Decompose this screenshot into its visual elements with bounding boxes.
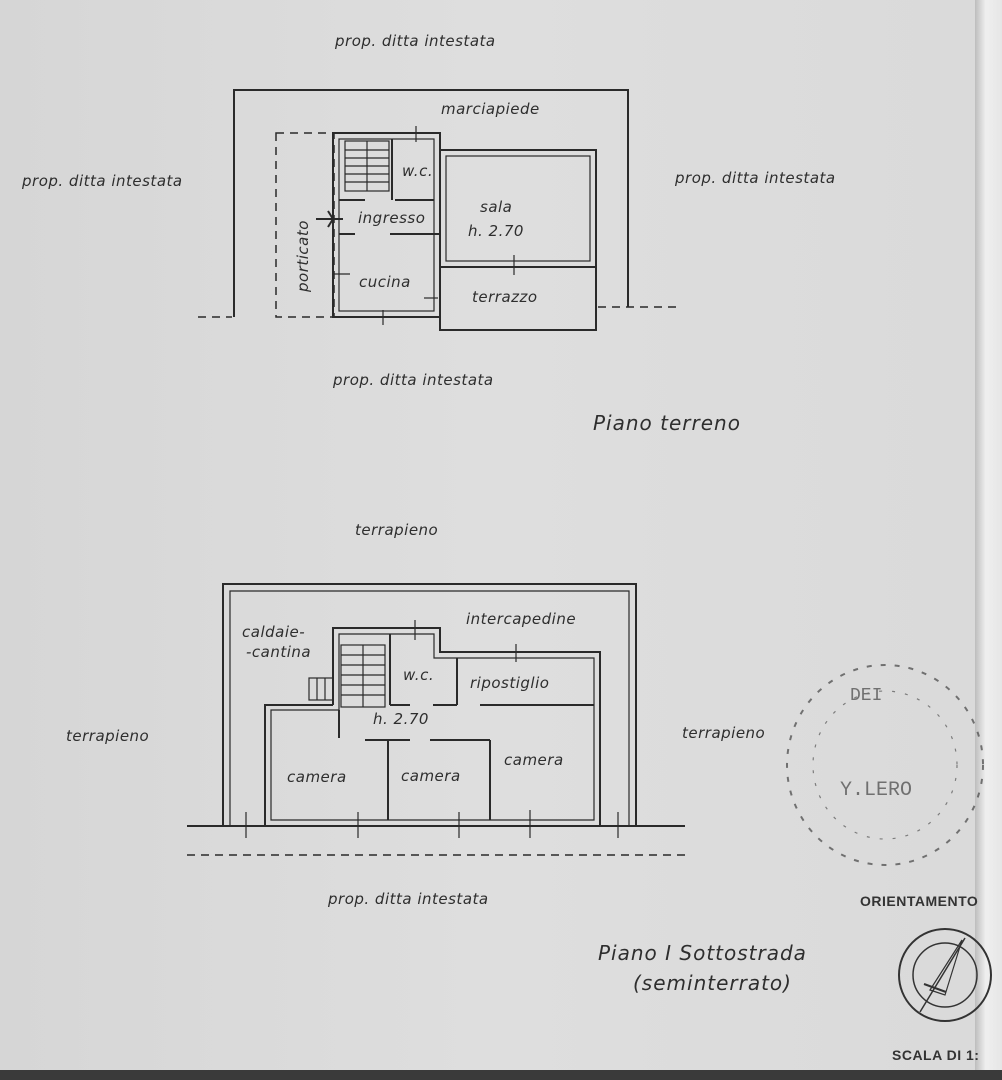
room-label-cantina: -cantina [246, 643, 311, 661]
room-label-wc: w.c. [402, 162, 433, 180]
label-left-terrapieno: terrapieno [66, 727, 149, 745]
room-label-camera-2: camera [401, 767, 461, 785]
sala-inner [445, 155, 591, 262]
window-marks [332, 126, 515, 325]
label-sidewalk: marciapiede [441, 100, 540, 118]
ground-floor-plan: prop. ditta intestata prop. ditta intest… [21, 32, 836, 435]
terrazzo-outline [439, 266, 597, 331]
staircase [308, 644, 386, 708]
room-height-label: h. 2.70 [373, 710, 429, 728]
house-outline-inner [270, 633, 595, 821]
label-left-property: prop. ditta intestata [21, 172, 183, 190]
official-stamp: DEI Y.LERO [786, 664, 984, 866]
room-label-terrazzo: terrazzo [472, 288, 538, 306]
label-top-property: prop. ditta intestata [334, 32, 496, 50]
label-intercapedine: intercapedine [466, 610, 576, 628]
bottom-edge [0, 1070, 1002, 1080]
label-bottom-property: prop. ditta intestata [332, 371, 494, 389]
interior-walls [338, 634, 594, 820]
room-height-label: h. 2.70 [468, 222, 524, 240]
svg-text:Y.LERO: Y.LERO [840, 779, 912, 802]
svg-text:DEI: DEI [850, 686, 882, 706]
room-label-cucina: cucina [359, 273, 411, 291]
sala-outer [439, 149, 597, 268]
room-label-ripostiglio: ripostiglio [470, 674, 549, 692]
room-label-sala: sala [480, 198, 512, 216]
north-arrow-icon [898, 928, 992, 1022]
retaining-wall-outer [222, 583, 637, 826]
label-right-property: prop. ditta intestata [674, 169, 836, 187]
entrance-arrow-icon [316, 210, 343, 228]
lot-boundary [233, 89, 629, 317]
room-label-camera-1: camera [287, 768, 347, 786]
scale-label: SCALA DI 1: [892, 1047, 979, 1063]
main-block-inner [338, 138, 435, 312]
floor-title-basement: Piano I Sottostrada [598, 941, 807, 965]
room-label-caldaia: caldaie- [242, 623, 305, 641]
floor-title-ground: Piano terreno [593, 411, 741, 435]
staircase [344, 140, 390, 192]
basement-floor-plan: terrapieno terrapieno terrapieno prop. d… [66, 521, 807, 995]
window-marks [245, 620, 619, 838]
paper-sheet [0, 0, 975, 1080]
room-label-ingresso: ingresso [358, 209, 425, 227]
floor-subtitle-basement: (seminterrato) [633, 971, 792, 995]
orientation-label: ORIENTAMENTO [860, 893, 978, 909]
label-right-terrapieno: terrapieno [682, 724, 765, 742]
label-bottom-property: prop. ditta intestata [327, 890, 489, 908]
label-top-terrapieno: terrapieno [355, 521, 438, 539]
page-edge [975, 0, 1002, 1080]
room-label-porticato: porticato [294, 220, 312, 293]
room-label-camera-3: camera [504, 751, 564, 769]
porch-outline [275, 132, 335, 318]
house-outline [264, 627, 601, 827]
retaining-wall-inner [229, 590, 630, 826]
room-label-wc: w.c. [403, 666, 434, 684]
